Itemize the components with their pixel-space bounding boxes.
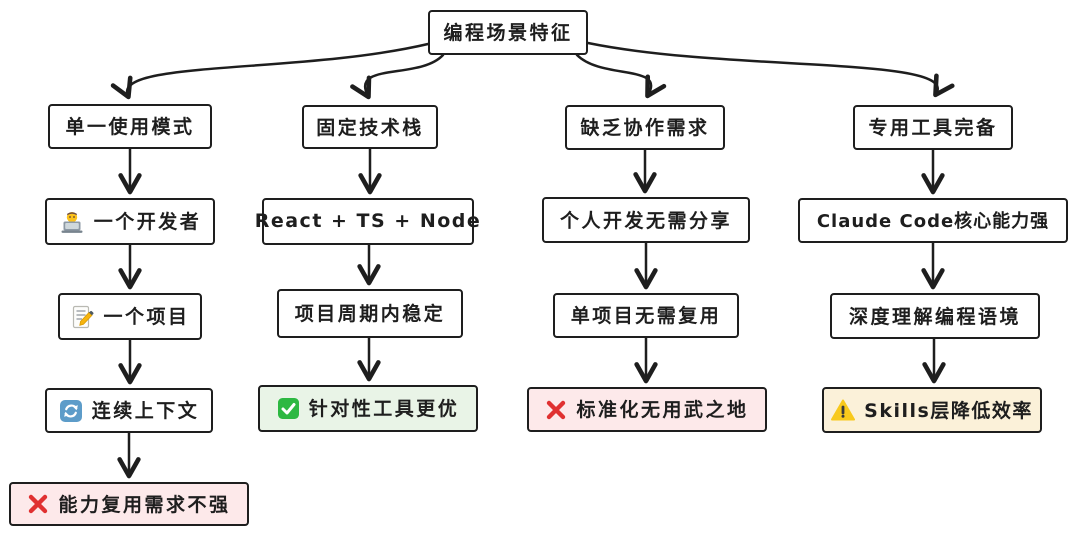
node-col1-header: 单一使用模式 — [48, 104, 212, 149]
node-label: 一个开发者 — [93, 211, 202, 233]
node-label: 项目周期内稳定 — [294, 303, 446, 325]
node-label: 深度理解编程语境 — [848, 305, 1021, 328]
edge-root-col3 — [575, 53, 667, 99]
edge-root-col4 — [586, 41, 955, 98]
node-label: 编程场景特征 — [443, 22, 573, 44]
node-col4-header: 专用工具完备 — [853, 105, 1013, 150]
node-col3-step-single-project: 单项目无需复用 — [553, 293, 739, 338]
node-label: 固定技术栈 — [316, 116, 424, 139]
cross-mark-icon — [545, 399, 567, 421]
node-label: 针对性工具更优 — [308, 398, 460, 420]
node-col1-step-one-developer: 一个开发者 — [45, 198, 215, 245]
memo-icon — [70, 305, 95, 329]
node-col1-result: 能力复用需求不强 — [9, 482, 249, 526]
node-col2-header: 固定技术栈 — [302, 105, 438, 149]
node-col2-result: 针对性工具更优 — [258, 385, 478, 432]
node-col2-step-stack: React + TS + Node — [255, 198, 480, 245]
node-label: 标准化无用武之地 — [576, 399, 749, 421]
warning-icon — [831, 399, 856, 421]
node-label: React + TS + Node — [254, 209, 482, 232]
node-root-title: 编程场景特征 — [428, 10, 588, 55]
node-col1-step-continuous-context: 连续上下文 — [45, 388, 213, 433]
node-col3-result: 标准化无用武之地 — [527, 387, 767, 432]
node-col1-step-one-project: 一个项目 — [58, 293, 202, 340]
node-col2-step-stable: 项目周期内稳定 — [277, 289, 463, 338]
node-label: 单一使用模式 — [65, 116, 195, 138]
edge-root-col1 — [110, 42, 430, 100]
node-label: 专用工具完备 — [868, 117, 998, 139]
node-label: 一个项目 — [103, 306, 190, 328]
node-col3-step-personal: 个人开发无需分享 — [542, 197, 750, 243]
edge-root-col2 — [350, 53, 445, 100]
check-mark-icon — [277, 397, 300, 420]
node-label: Skills层降低效率 — [864, 399, 1033, 422]
node-col4-step-context-understanding: 深度理解编程语境 — [830, 293, 1040, 339]
node-col4-result: Skills层降低效率 — [822, 387, 1042, 433]
node-label: 缺乏协作需求 — [580, 117, 710, 139]
node-label: 单项目无需复用 — [570, 305, 722, 327]
cross-mark-icon — [27, 493, 49, 515]
refresh-icon — [59, 399, 83, 423]
node-label: 能力复用需求不强 — [58, 493, 231, 516]
node-col4-step-claude-code: Claude Code核心能力强 — [798, 198, 1068, 243]
node-label: 个人开发无需分享 — [559, 209, 732, 232]
technologist-icon — [59, 210, 85, 234]
node-label: 连续上下文 — [91, 400, 200, 422]
node-col3-header: 缺乏协作需求 — [565, 105, 725, 150]
node-label: Claude Code核心能力强 — [816, 210, 1050, 232]
